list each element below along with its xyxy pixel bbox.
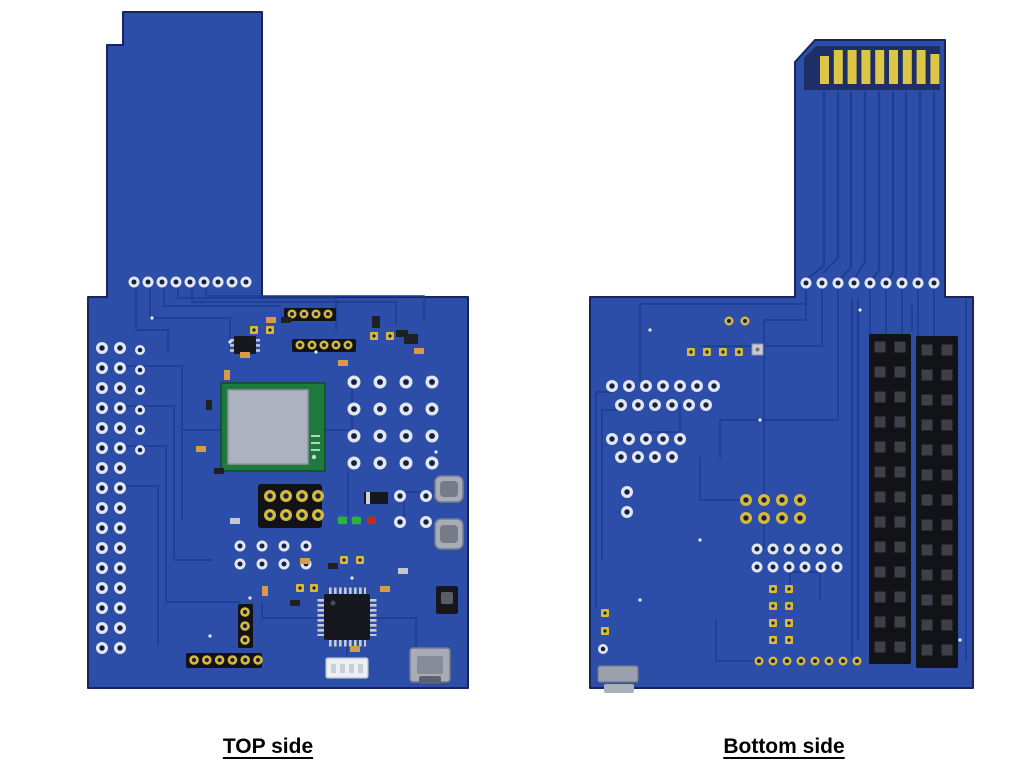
header-socket-strip-right — [916, 336, 958, 668]
hole-cluster-1b — [615, 399, 712, 411]
hole-cluster-2b — [615, 451, 678, 463]
left-hole — [598, 644, 608, 654]
diode — [364, 492, 388, 504]
header-socket-strip-right-slots — [921, 344, 953, 656]
tab-pin-holes — [128, 276, 252, 288]
gold-header-a-pins — [287, 309, 333, 319]
mcu-qfp-chip — [317, 587, 377, 647]
gold-header-b-pins — [295, 340, 353, 350]
white-wire-connector — [325, 657, 369, 679]
silkscreen-dots — [150, 316, 438, 638]
hole-pair — [621, 486, 633, 518]
micro-usb-connector — [409, 647, 451, 684]
hole-cluster-2a — [606, 433, 686, 445]
rf-shield-module — [220, 382, 326, 472]
gold-header-a — [284, 308, 336, 321]
solder-pads — [296, 584, 318, 592]
header-socket-strip-left-slots — [874, 341, 906, 653]
usb-connector-lower — [434, 518, 464, 550]
passive-components — [196, 316, 424, 652]
usb-area-holes — [394, 490, 432, 528]
micro-usb-underside — [597, 665, 639, 693]
push-switch — [436, 586, 458, 614]
top-pad-row — [687, 348, 743, 356]
hole-cluster-1a — [606, 380, 720, 392]
card-edge-gold-fingers — [820, 50, 940, 84]
solder-pads — [250, 326, 274, 334]
pin1-dot — [330, 600, 336, 606]
bottom-gold-row — [754, 656, 862, 666]
silver-pad — [751, 343, 764, 356]
gold-ring-block — [740, 494, 806, 524]
bottom-side-caption: Bottom side — [723, 735, 845, 758]
solder-pads — [370, 332, 394, 340]
solder-pads — [340, 556, 364, 564]
status-leds — [337, 515, 376, 525]
antenna-trace — [311, 435, 320, 451]
left-pads — [601, 609, 609, 635]
gold-header-bottom-pins — [189, 655, 263, 665]
top-board — [87, 11, 469, 689]
hole-rows-a — [751, 543, 843, 555]
hole-rows-b — [751, 561, 843, 573]
usb-connector-upper — [434, 475, 464, 503]
right-hole-cluster — [347, 375, 439, 470]
top-side-caption: TOP side — [222, 735, 314, 758]
gold-header-vertical-pins — [240, 607, 250, 645]
gold-header-block-pins — [264, 490, 324, 521]
via-row — [800, 277, 940, 289]
left-extra-holes — [135, 345, 145, 455]
bottom-board-outline — [589, 39, 974, 689]
left-header-holes — [96, 342, 126, 654]
silkscreen-dots — [638, 308, 962, 642]
soic-chip — [230, 336, 260, 354]
pad-column — [769, 585, 793, 644]
bottom-board — [589, 39, 974, 693]
top-gold-pads — [724, 316, 750, 326]
